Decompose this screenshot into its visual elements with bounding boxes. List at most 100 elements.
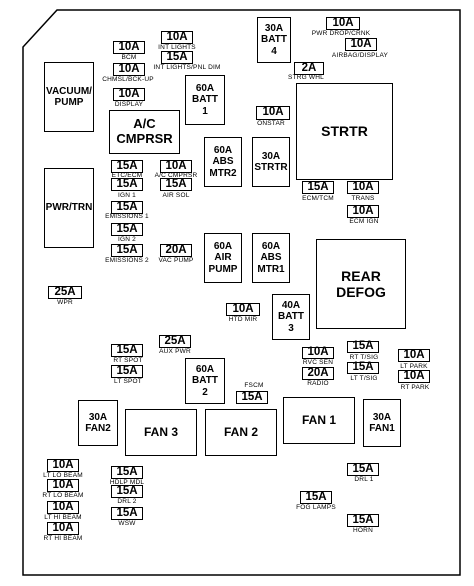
fuse-fog-lamps: 15A: [300, 491, 332, 504]
fuse-label-ign1: IGN 1: [118, 192, 136, 199]
component-line: FAN 2: [223, 424, 258, 439]
fuse-rt-hi-beam: 10A: [47, 522, 79, 535]
component-line: 60A: [213, 240, 233, 252]
component-line: 60A: [195, 363, 215, 375]
fuse-label-ecm-ign: ECM IGN: [349, 218, 379, 225]
fuse-wsw: 15A: [111, 507, 143, 520]
component-fan3: FAN 3: [125, 409, 197, 456]
fuse-label-fog-lamps: FOG LAMPS: [296, 504, 336, 511]
fuse-label-ac-cmprsr: A/C CMPRSR: [154, 172, 198, 179]
fuse-rvc-sen: 10A: [302, 347, 334, 359]
fuse-ign2: 15A: [111, 223, 143, 236]
fuse-rt-park: 10A: [398, 370, 430, 383]
fuse-htd-mir: 10A: [226, 303, 260, 316]
component-line: 30A: [264, 22, 284, 34]
fuse-label-display: DISPLAY: [114, 101, 144, 108]
fuse-label-onstar: ONSTAR: [257, 120, 285, 127]
fuse-label-wsw: WSW: [118, 520, 136, 527]
component-line: BATT: [192, 94, 218, 106]
component-line: A/C: [133, 116, 156, 132]
component-line: 60A: [213, 144, 233, 156]
fuse-ecm-ign: 10A: [347, 205, 379, 218]
fuse-label-lt-lo-beam: LT LO BEAM: [43, 472, 83, 479]
component-line: STRTR: [254, 162, 288, 173]
component-fan1: FAN 1: [283, 397, 355, 444]
fuse-lt-tsig: 15A: [347, 362, 379, 374]
fuse-label-wpr: WPR: [57, 299, 73, 306]
fuse-vac-pump: 20A: [160, 244, 192, 257]
fuse-hdlp-mdl: 15A: [111, 466, 143, 479]
component-line: ABS: [260, 252, 282, 264]
fuse-drl2: 15A: [111, 485, 143, 498]
fuse-wpr: 25A: [48, 286, 82, 299]
fuse-onstar: 10A: [256, 106, 290, 120]
fuse-rt-tsig: 15A: [347, 341, 379, 353]
component-line: 30A: [88, 411, 108, 423]
fuse-label-rt-hi-beam: RT HI BEAM: [43, 535, 83, 542]
component-line: 60A: [261, 240, 281, 252]
component-line: BATT: [192, 375, 218, 387]
fuse-rt-lo-beam: 10A: [47, 479, 79, 492]
fuse-label-hdlp-mdl: HDLP MDL: [109, 479, 145, 486]
component-pwr-trn: PWR/TRN: [44, 168, 94, 248]
fuse-label-rt-tsig: RT T/SIG: [349, 354, 379, 361]
fuse-pwr-drop: 10A: [326, 17, 360, 30]
component-line: FAN 3: [143, 424, 178, 439]
fuse-label-vac-pump: VAC PUMP: [158, 257, 194, 264]
fuse-label-strg-whl: STRG WHL: [288, 74, 324, 81]
fuse-label-rvc-sen: RVC SEN: [302, 359, 334, 366]
fuse-label-rt-lo-beam: RT LO BEAM: [42, 492, 84, 499]
fuse-ecm-tcm: 15A: [302, 181, 334, 194]
fuse-label-fscm: FSCM: [244, 382, 264, 389]
fuse-label-ign2: IGN 2: [118, 236, 136, 243]
component-line: 30A: [261, 150, 281, 162]
fuse-ac-cmprsr: 10A: [160, 160, 192, 173]
component-line: STRTR: [321, 123, 368, 140]
fuse-display: 10A: [113, 88, 145, 101]
component-line: 2: [202, 386, 208, 398]
component-line: VACUUM/: [46, 85, 92, 97]
fuse-strg-whl: 2A: [294, 62, 324, 75]
fuse-label-rt-spot: RT SPOT: [113, 357, 143, 364]
fuse-etc-ecm: 15A: [111, 160, 143, 173]
fuse-label-rt-park: RT PARK: [400, 384, 430, 391]
fuse-label-etc-ecm: ETC/ECM: [111, 172, 143, 179]
fuse-label-ecm-tcm: ECM/TCM: [302, 195, 334, 202]
component-line: MTR1: [257, 263, 285, 275]
fuse-horn: 15A: [347, 514, 379, 527]
fuse-label-lt-park: LT PARK: [400, 363, 428, 370]
fuse-lt-spot: 15A: [111, 365, 143, 378]
fuse-drl1: 15A: [347, 463, 379, 476]
component-line: FAN1: [369, 423, 395, 434]
component-line: 60A: [195, 82, 215, 94]
fuse-fscm: 15A: [236, 391, 268, 404]
component-vacuum-pump: VACUUM/PUMP: [44, 62, 94, 132]
component-line: 1: [202, 105, 208, 117]
fuse-air-sol: 15A: [160, 178, 192, 191]
component-line: BATT: [261, 34, 287, 46]
component-line: AIR: [214, 252, 232, 264]
component-line: PUMP: [54, 97, 84, 108]
fuse-int-lights: 10A: [161, 31, 193, 44]
component-line: DEFOG: [336, 284, 386, 300]
fuse-rt-spot: 15A: [111, 344, 143, 357]
fuse-label-emissions1: EMISSIONS 1: [105, 213, 149, 220]
component-fan2: FAN 2: [205, 409, 277, 456]
fuse-label-int-lights: INT LIGHTS: [158, 44, 196, 51]
fuse-ign1: 15A: [111, 178, 143, 191]
fuse-label-pwr-drop: PWR DROP/CRNK: [311, 30, 371, 37]
component-line: FAN 1: [301, 412, 336, 427]
fuse-label-lt-hi-beam: LT HI BEAM: [44, 514, 82, 521]
fuse-label-bcm: BCM: [121, 54, 137, 61]
fuse-int-lights-pnl-dim: 15A: [161, 51, 193, 64]
fuse-airbag: 10A: [345, 38, 377, 51]
fuse-label-horn: HORN: [353, 527, 373, 534]
